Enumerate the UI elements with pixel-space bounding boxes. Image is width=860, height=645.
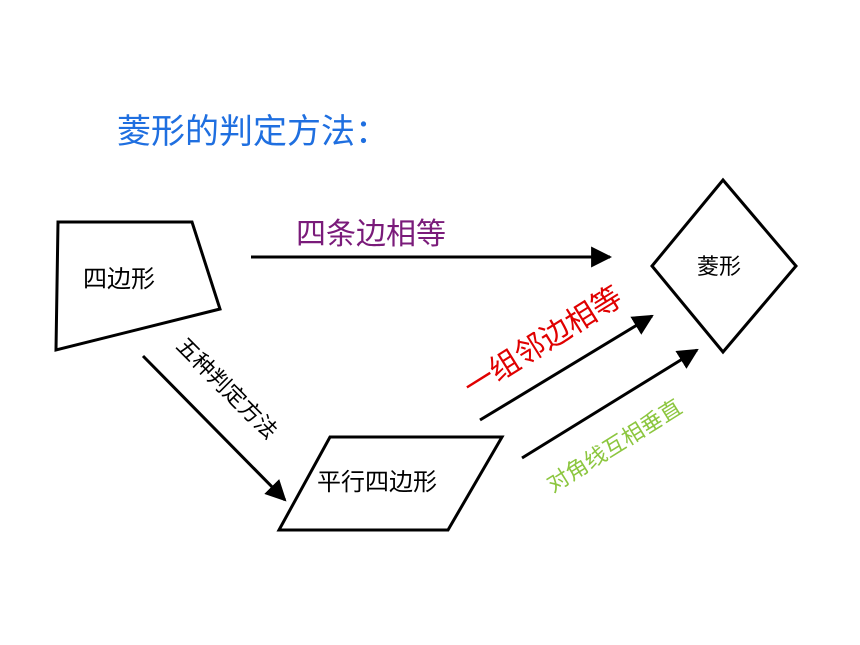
arrow-lower bbox=[521, 348, 699, 460]
rhombus-shape bbox=[650, 177, 798, 355]
parallelogram-shape bbox=[276, 435, 505, 532]
page-title: 菱形的判定方法： bbox=[117, 112, 389, 152]
arrow-down bbox=[141, 354, 287, 502]
arrow-middle bbox=[479, 314, 654, 422]
quadrilateral-shape bbox=[54, 220, 222, 352]
arrow-down-label: 五种判定方法 bbox=[171, 334, 282, 445]
arrow-top-label: 四条边相等 bbox=[296, 217, 446, 252]
quadrilateral-label: 四边形 bbox=[83, 265, 155, 293]
arrow-middle-label: 一组邻边相等 bbox=[458, 280, 629, 405]
arrow-lower-label: 对角线互相垂直 bbox=[543, 395, 687, 498]
parallelogram-label: 平行四边形 bbox=[317, 468, 437, 496]
rhombus-label: 菱形 bbox=[697, 255, 741, 280]
